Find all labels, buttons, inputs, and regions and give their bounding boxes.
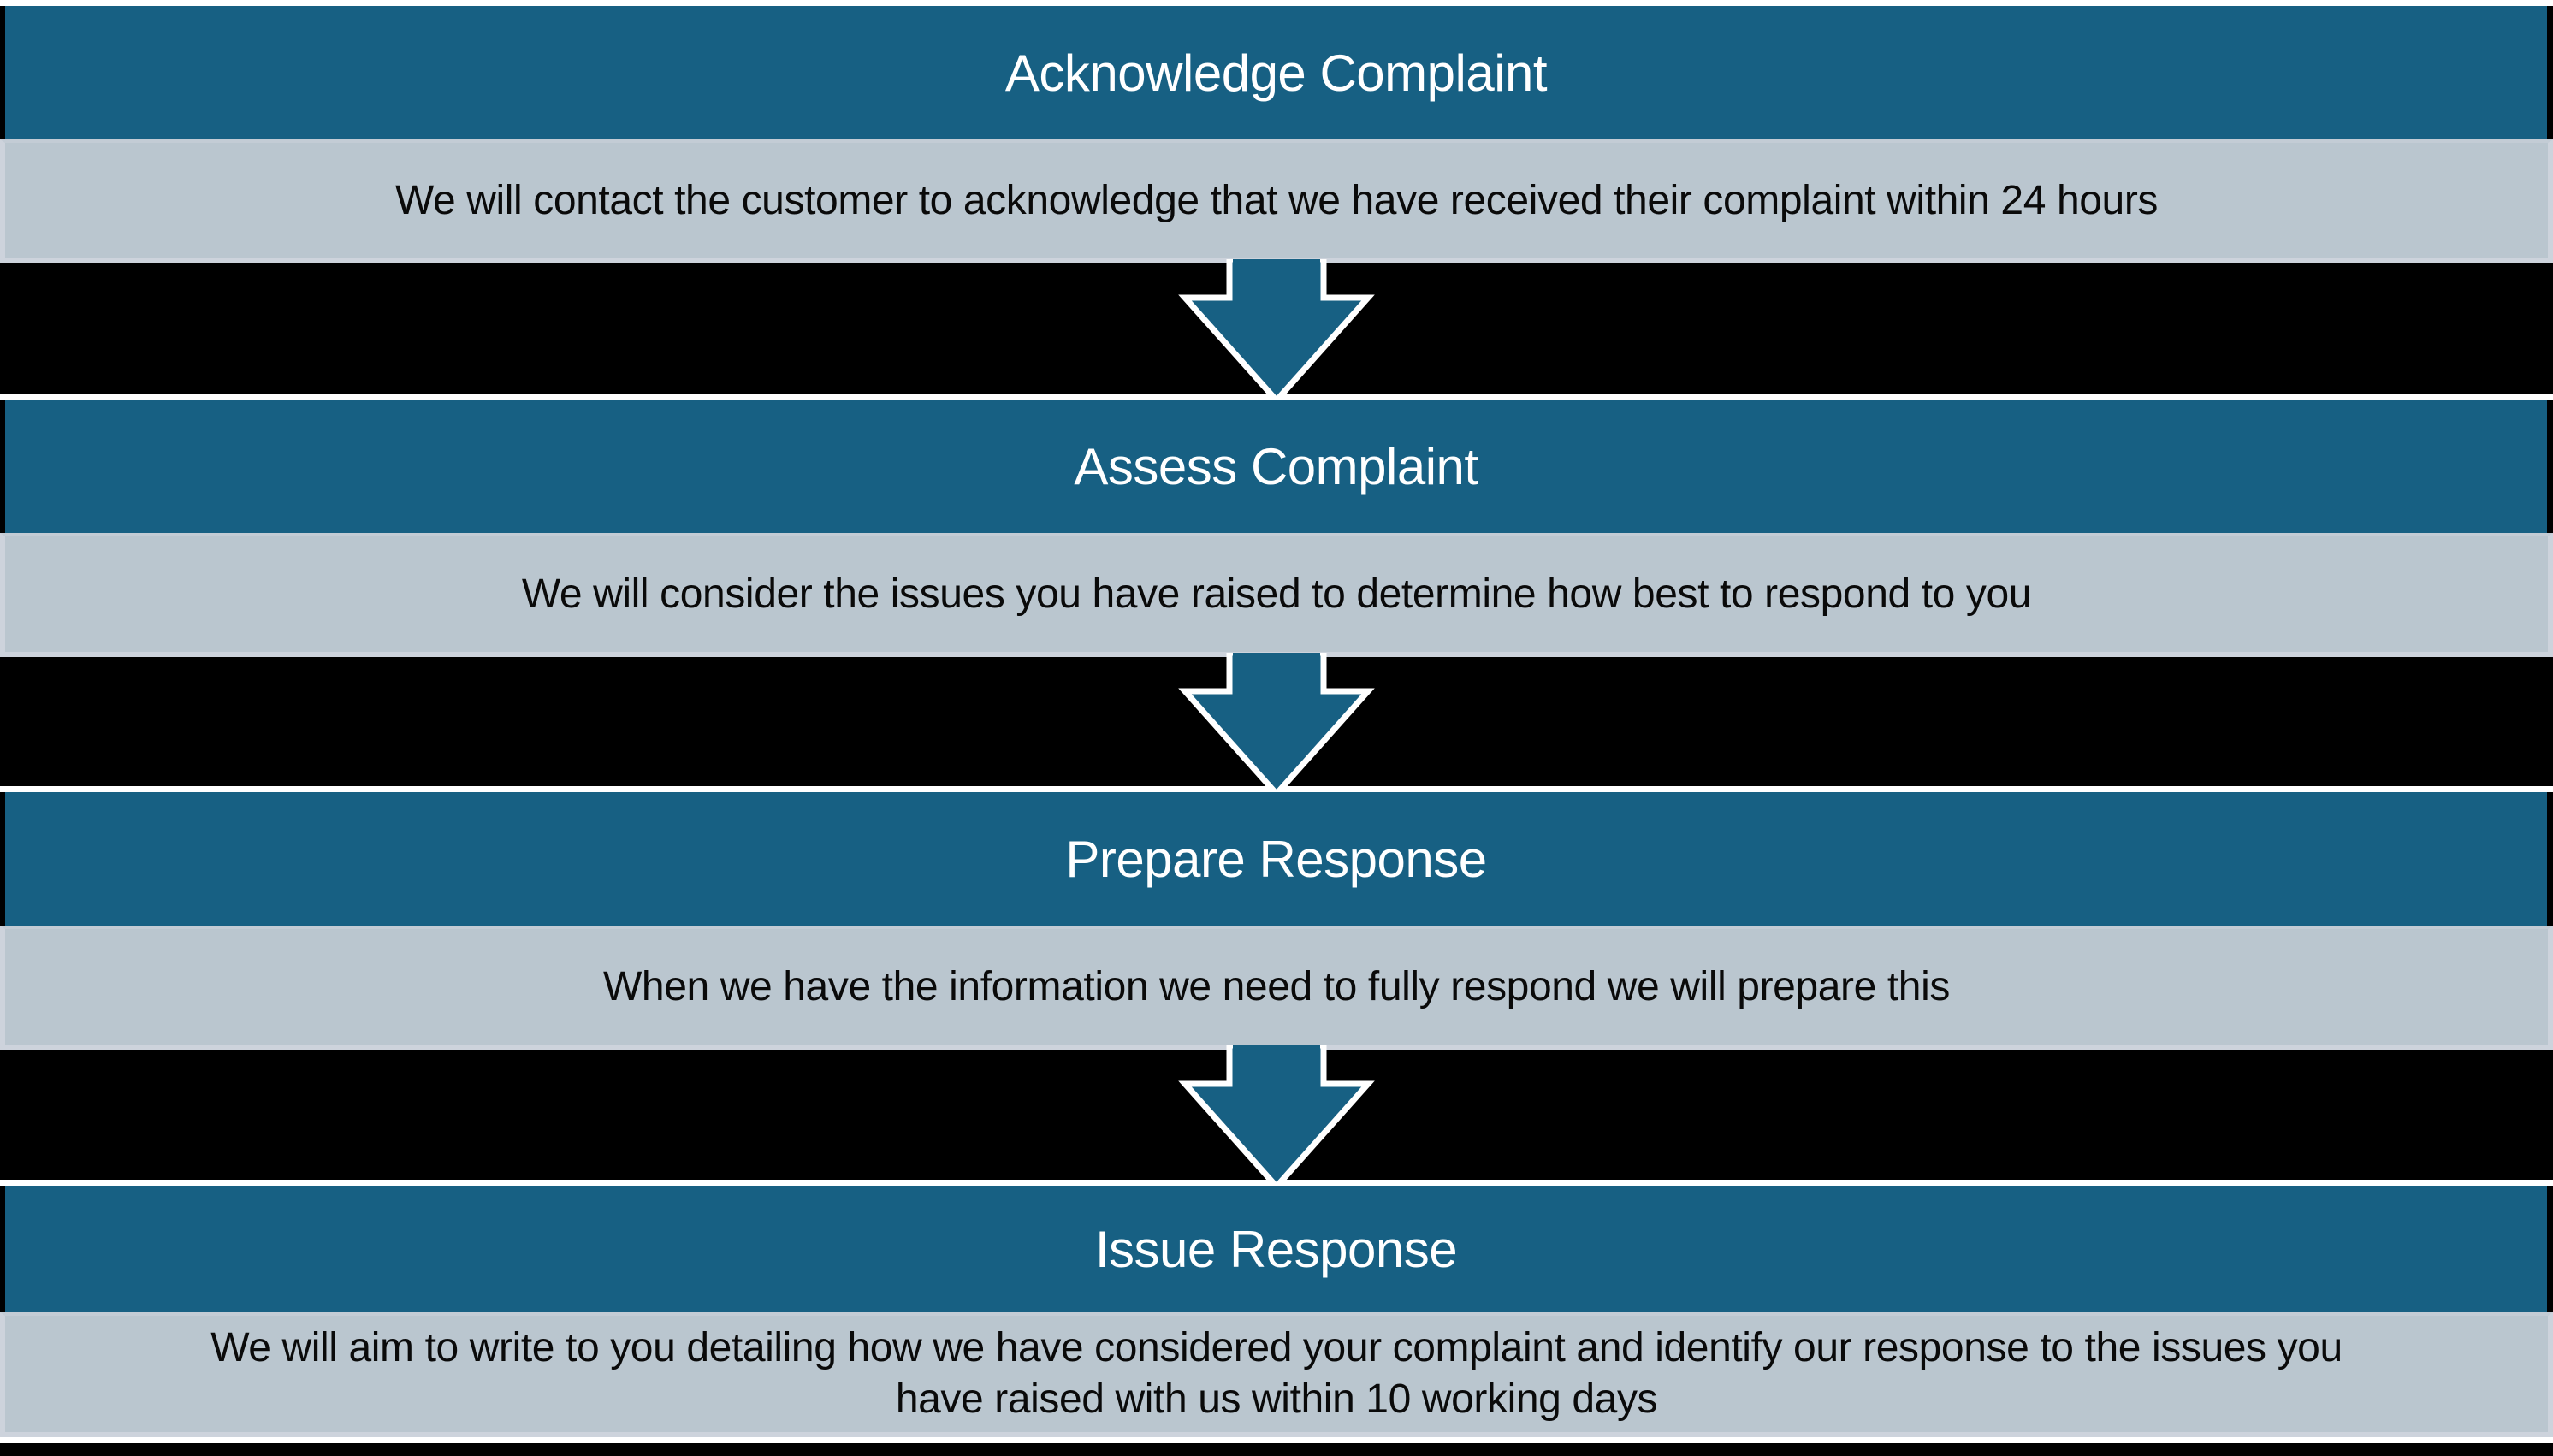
step-title: Prepare Response [5, 792, 2547, 926]
step-title: Acknowledge Complaint [5, 6, 2547, 139]
down-arrow-icon [1178, 1045, 1375, 1191]
step-description: When we have the information we need to … [0, 926, 2553, 1050]
description-line-1: We will aim to write to you detailing ho… [210, 1325, 2343, 1370]
down-arrow-icon [1178, 653, 1375, 798]
step-title: Assess Complaint [5, 400, 2547, 533]
step-assess-complaint: Assess Complaint We will consider the is… [0, 400, 2553, 658]
step-description: We will consider the issues you have rai… [0, 533, 2553, 657]
step-prepare-response: Prepare Response When we have the inform… [0, 792, 2553, 1051]
step-acknowledge-complaint: Acknowledge Complaint We will contact th… [0, 6, 2553, 264]
description-line-2: have raised with us within 10 working da… [895, 1376, 1658, 1422]
bottom-divider-line [0, 1437, 2553, 1443]
step-description: We will aim to write to you detailing ho… [0, 1312, 2553, 1437]
top-margin [0, 0, 2553, 6]
step-title: Issue Response [5, 1186, 2547, 1312]
step-issue-response: Issue Response We will aim to write to y… [0, 1186, 2553, 1443]
step-description: We will contact the customer to acknowle… [0, 139, 2553, 263]
down-arrow-icon [1178, 259, 1375, 405]
